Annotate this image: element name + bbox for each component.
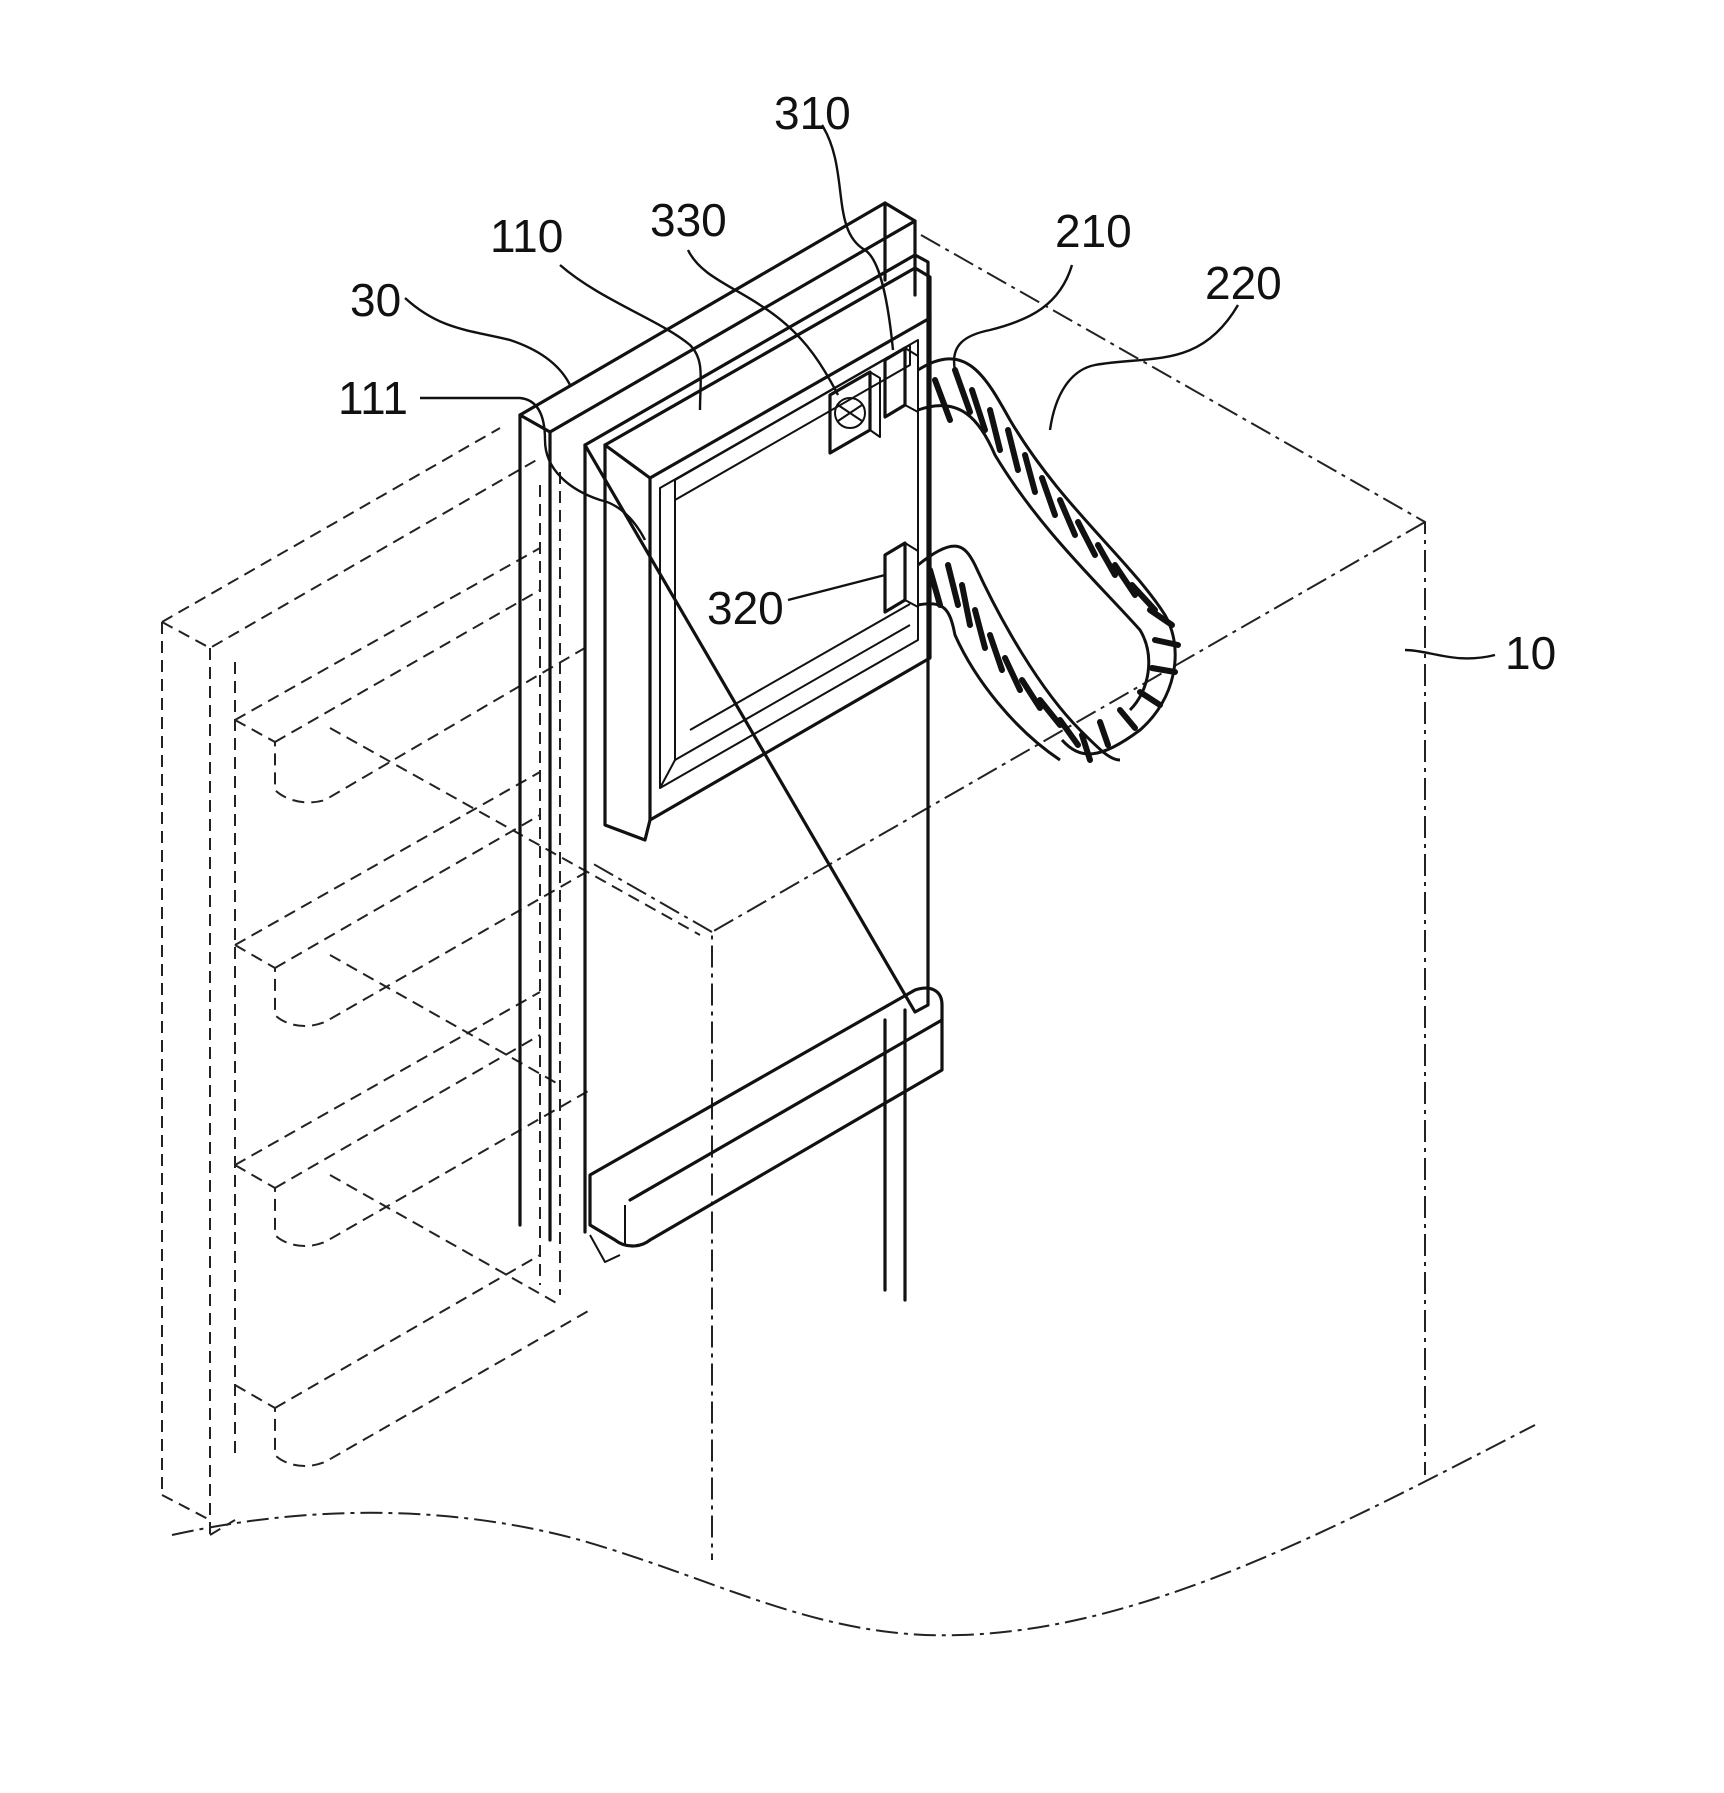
ref-310-label: 310 [774,90,851,136]
inlet-port-320 [885,543,918,612]
hose-210 [918,359,1175,754]
outlet-port-310 [885,348,918,417]
door-shelf-4 [235,1255,590,1466]
ref-210-label: 210 [1055,208,1132,254]
ref-10-label: 10 [1505,630,1556,676]
ref-111-label: 111 [338,375,408,421]
door-with-shelves [162,428,700,1535]
mounting-frame-30 [520,203,915,1240]
ref-330-label: 330 [650,197,727,243]
ref-30-label: 30 [350,277,401,323]
refrigerator-body-10 [172,235,1535,1635]
storage-housing-110 [585,255,928,1300]
drawer-111 [605,268,930,840]
door-shelf-1 [235,548,590,802]
fan-module-330 [830,372,880,453]
door-shelf-2 [235,772,590,1026]
ref-220-label: 220 [1205,260,1282,306]
bottom-tray [590,988,942,1262]
ref-110-label: 110 [490,213,563,259]
ref-320-label: 320 [707,585,784,631]
door-shelf-3 [235,992,590,1246]
